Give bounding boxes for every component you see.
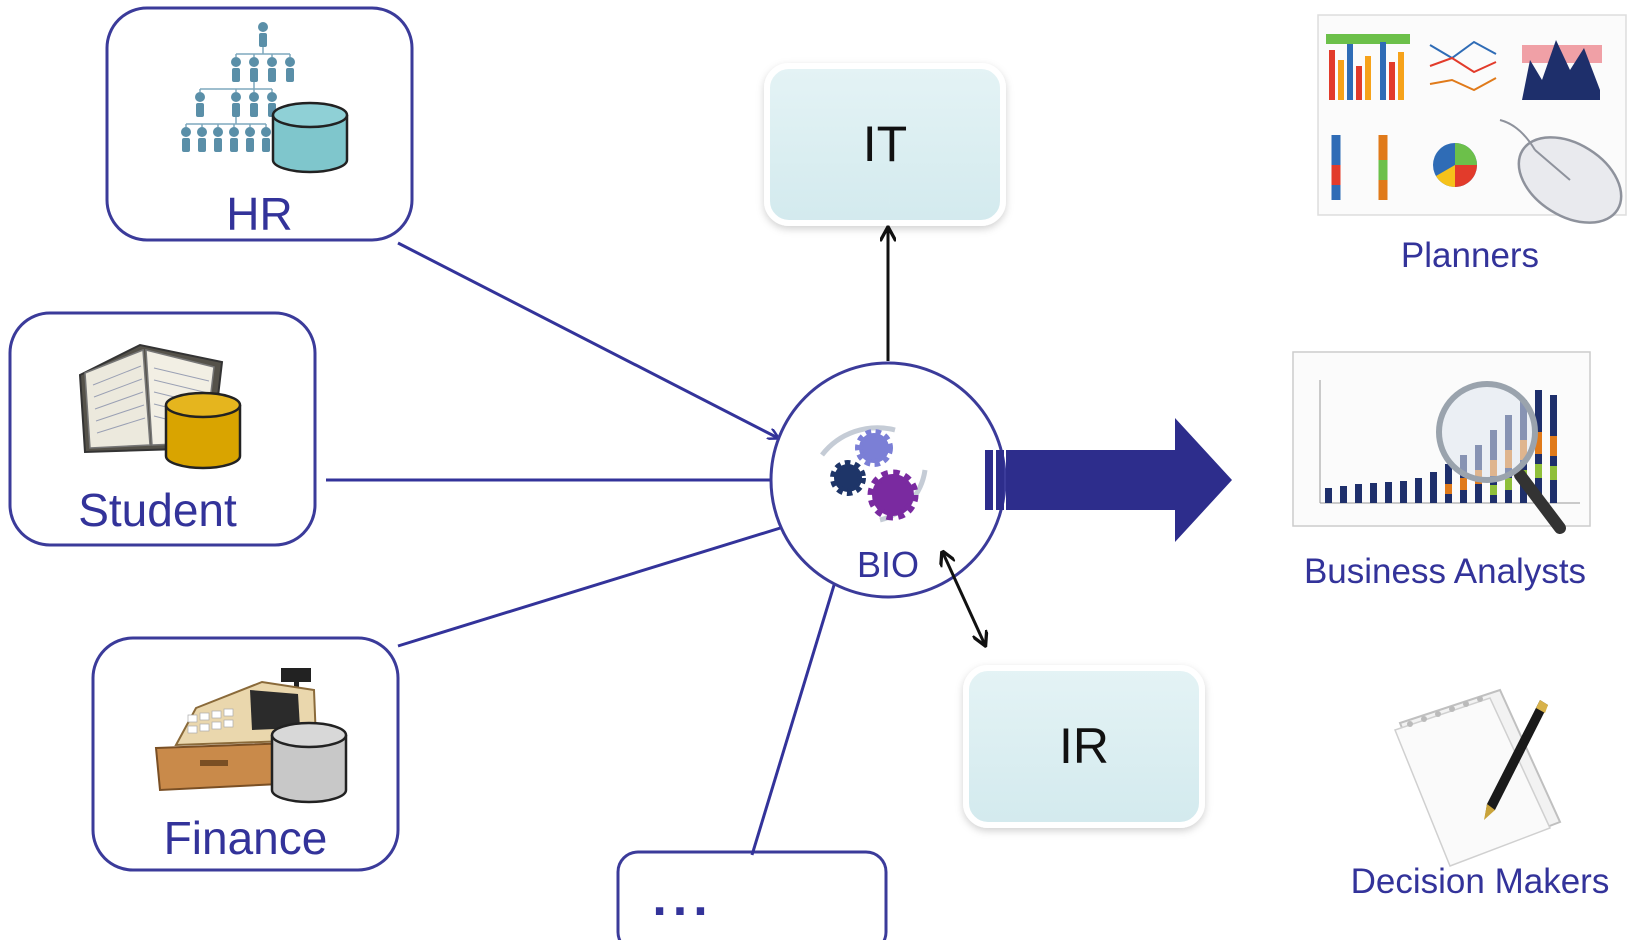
partner-box-it xyxy=(764,63,1006,226)
source-label-student: Student xyxy=(78,484,237,536)
ledger-database-icon xyxy=(78,343,242,470)
partner-label-it: IT xyxy=(862,116,908,172)
source-label-more: ... xyxy=(652,869,714,927)
partner-label-ir: IR xyxy=(1059,718,1109,774)
partner-box-ir xyxy=(963,665,1205,828)
notepad-pen-icon xyxy=(1394,688,1562,867)
charts-mouse-icon xyxy=(1317,14,1627,224)
hub-label-bio: BIO xyxy=(856,544,919,585)
flow-finance-to-bio xyxy=(397,525,790,648)
audience-label-planners: Planners xyxy=(1400,236,1540,275)
link-bio-ir xyxy=(943,553,985,645)
flow-more-to-bio xyxy=(750,572,838,856)
output-arrow xyxy=(985,418,1232,542)
source-label-finance: Finance xyxy=(163,812,328,864)
audience-label-decision-makers: Decision Makers xyxy=(1350,862,1610,901)
flow-hr-to-bio xyxy=(397,241,778,438)
audience-label-business-analysts: Business Analysts xyxy=(1303,552,1587,591)
chart-magnifier-icon xyxy=(1292,351,1591,534)
gears-icon xyxy=(820,425,928,523)
org-chart-database-icon xyxy=(181,22,349,174)
cash-register-database-icon xyxy=(154,668,348,804)
source-label-hr: HR xyxy=(226,188,293,240)
